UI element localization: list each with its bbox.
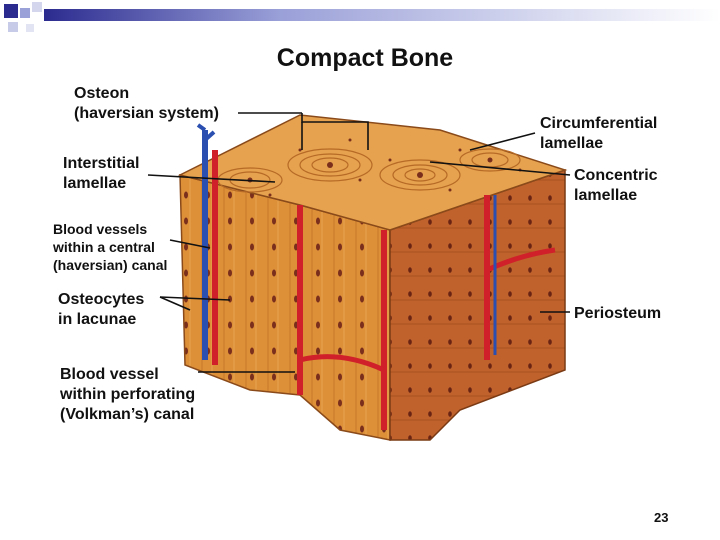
label-concentric-lamellae: Concentric lamellae bbox=[574, 167, 658, 204]
label-osteon: Osteon (haversian system) bbox=[74, 85, 219, 122]
top-gradient-bar bbox=[44, 9, 720, 21]
label-circumferential-lamellae: Circumferential lamellae bbox=[540, 115, 658, 152]
label-blood-vessels-central-canal: Blood vessels within a central (haversia… bbox=[53, 221, 168, 273]
label-blood-vessel-perforating: Blood vessel within perforating (Volkman… bbox=[60, 366, 196, 423]
label-periosteum: Periosteum bbox=[574, 305, 662, 322]
label-interstitial-lamellae: Interstitial lamellae bbox=[63, 155, 140, 192]
slide-title: Compact Bone bbox=[276, 44, 454, 72]
corner-decoration bbox=[4, 2, 42, 32]
label-osteocytes: Osteocytes in lacunae bbox=[58, 291, 145, 328]
page-number: 23 bbox=[654, 510, 669, 525]
